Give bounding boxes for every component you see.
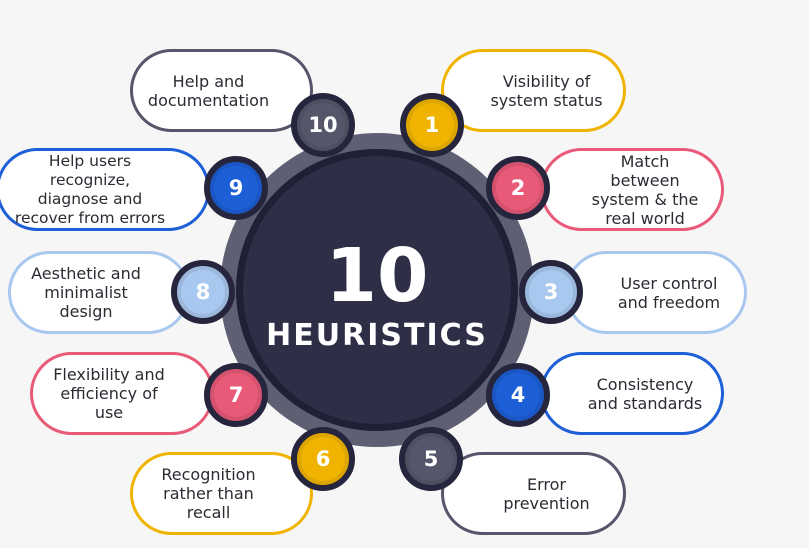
badge-7: 7	[204, 363, 268, 427]
heuristic-card-4: Consistency and standards	[540, 352, 724, 435]
heuristic-card-3: User control and freedom	[565, 251, 747, 334]
badge-5: 5	[399, 427, 463, 491]
heuristic-text: User control and freedom	[617, 273, 721, 312]
heuristic-text: Visibility of system status	[490, 71, 603, 110]
badge-9: 9	[204, 156, 268, 220]
heuristic-card-1: Visibility of system status	[441, 49, 626, 132]
heuristic-text: Flexibility and efficiency of use	[53, 365, 165, 422]
center-number: 10	[325, 232, 429, 319]
center-label: HEURISTICS	[266, 317, 488, 353]
heuristic-card-8: Aesthetic and minimalist design	[8, 251, 190, 334]
badge-3: 3	[519, 260, 583, 324]
heuristic-card-9: Help users recognize, diagnose and recov…	[0, 148, 210, 231]
heuristic-card-5: Error prevention	[441, 452, 626, 535]
badge-10: 10	[291, 93, 355, 157]
badge-4: 4	[486, 363, 550, 427]
heuristic-text: Help users recognize, diagnose and recov…	[14, 151, 166, 227]
heuristic-text: Aesthetic and minimalist design	[31, 264, 141, 321]
heuristic-text: Consistency and standards	[587, 374, 703, 413]
heuristic-card-10: Help and documentation	[130, 49, 313, 132]
heuristic-card-2: Match between system & the real world	[540, 148, 724, 231]
badge-1: 1	[400, 93, 464, 157]
heuristic-card-7: Flexibility and efficiency of use	[30, 352, 214, 435]
center-circle: 10 HEURISTICS	[236, 149, 518, 431]
badge-2: 2	[486, 156, 550, 220]
heuristic-text: Help and documentation	[147, 71, 270, 110]
badge-8: 8	[171, 260, 235, 324]
heuristic-text: Match between system & the real world	[591, 151, 699, 228]
badge-6: 6	[291, 427, 355, 491]
heuristic-card-6: Recognition rather than recall	[130, 452, 313, 535]
heuristic-text: Error prevention	[503, 474, 590, 513]
heuristic-text: Recognition rather than recall	[161, 465, 256, 522]
